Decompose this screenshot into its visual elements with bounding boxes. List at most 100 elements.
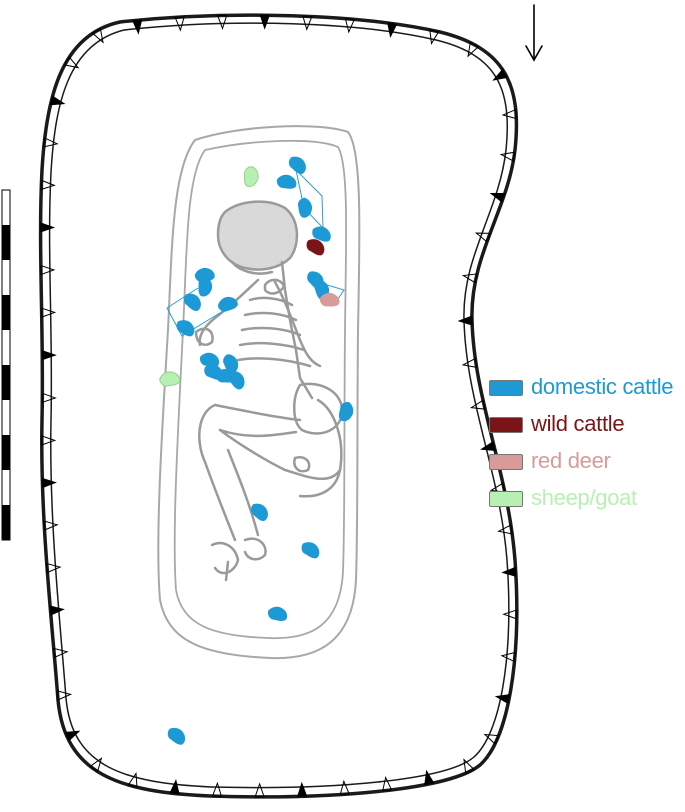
domestic-cattle-bone — [198, 276, 213, 297]
bone-shape — [217, 296, 238, 312]
legend-swatch-wild-cattle — [489, 417, 523, 433]
hachure-mark — [43, 520, 59, 531]
domestic-cattle-bone — [301, 542, 320, 559]
pelvis — [293, 382, 344, 435]
jaw — [230, 260, 274, 275]
hachure-mark — [169, 778, 180, 795]
bone-shape — [307, 271, 324, 290]
hachure-mark — [63, 56, 80, 69]
hachure-mark — [339, 779, 350, 796]
hachure-mark — [387, 22, 398, 39]
outer-leg-contour — [298, 398, 343, 498]
bone-shape — [338, 401, 354, 422]
feet — [210, 537, 267, 582]
north-arrow-icon — [525, 4, 543, 62]
bone-finds — [159, 156, 354, 745]
skull — [216, 200, 299, 271]
hachure-mark — [424, 769, 435, 786]
knee-curve — [198, 403, 342, 481]
bone-shape — [312, 226, 331, 242]
legend-item-wild-cattle: wild cattle — [489, 409, 679, 437]
hachure-mark — [467, 41, 480, 58]
hachure-mark — [131, 19, 143, 35]
domestic-cattle-bone — [223, 354, 239, 374]
hachure-mark — [500, 651, 516, 663]
hachure-mark — [41, 307, 57, 318]
hachure-mark — [429, 29, 440, 45]
legend-item-domestic-cattle: domestic cattle — [489, 372, 679, 400]
pit-edge-hachures — [40, 14, 518, 798]
connector-left — [166, 287, 229, 337]
right-arm — [273, 280, 322, 368]
hachure-mark — [49, 605, 65, 616]
bone-shape — [319, 292, 340, 307]
domestic-cattle-bone — [288, 156, 306, 174]
domestic-cattle-bone — [307, 271, 324, 290]
scale-bar-icon — [1, 189, 11, 541]
red-deer-bone — [319, 292, 340, 307]
lower-legs — [203, 448, 260, 542]
hachure-mark — [56, 690, 73, 701]
hachure-mark — [41, 350, 57, 361]
hachure-mark — [40, 179, 56, 191]
bone-shape — [194, 267, 215, 283]
hachure-mark — [479, 440, 496, 452]
hachure-mark — [41, 477, 57, 489]
bone-shape — [267, 606, 288, 622]
hachure-mark — [461, 273, 478, 284]
grave-cut-inner — [173, 139, 348, 640]
connector-upper — [295, 169, 324, 230]
hachure-mark — [502, 609, 518, 620]
grave-cut-outer — [157, 125, 361, 660]
domestic-cattle-bone — [167, 727, 186, 745]
hachure-mark — [461, 357, 478, 369]
sheep-goat-bone — [243, 166, 259, 188]
hachure-mark — [127, 772, 138, 788]
pit-outline — [38, 13, 519, 799]
hachure-mark — [382, 775, 393, 792]
legend-label-domestic-cattle: domestic cattle — [531, 374, 674, 399]
hachure-mark — [474, 232, 491, 243]
bone-shape — [198, 276, 213, 297]
hachure-mark — [302, 15, 313, 31]
bone-shape — [250, 503, 268, 521]
hachure-mark — [254, 782, 265, 798]
hachure-mark — [174, 16, 185, 32]
connector-right — [323, 283, 345, 303]
hachure-mark — [463, 758, 475, 775]
legend-label-red-deer: red deer — [531, 448, 611, 473]
domestic-cattle-bone — [297, 197, 313, 218]
bone-shape — [223, 354, 239, 374]
north-arrow-head — [525, 45, 543, 62]
hachure-mark — [457, 315, 473, 326]
scale-bar-segment — [2, 505, 10, 540]
patella — [293, 456, 311, 473]
hachure-mark — [483, 733, 500, 745]
hachure-mark — [492, 68, 508, 81]
domestic-cattle-bone — [267, 606, 288, 622]
hachure-mark — [497, 524, 513, 535]
hachure-mark — [344, 18, 356, 34]
domestic-cattle-bone — [183, 293, 201, 311]
hachure-mark — [211, 781, 223, 797]
bone-shape — [243, 166, 259, 188]
hachure-mark — [297, 781, 308, 797]
domestic-cattle-bone — [176, 320, 195, 337]
bone-shape — [176, 320, 195, 337]
hachure-mark — [494, 694, 511, 705]
legend-item-sheep-goat: sheep/goat — [489, 483, 679, 511]
skeleton-drawing — [194, 200, 344, 582]
bone-shape — [159, 371, 181, 387]
hachure-mark — [89, 757, 103, 773]
wild-cattle-bone — [306, 239, 325, 256]
sheep-goat-bone — [159, 371, 181, 387]
ribcage — [236, 296, 312, 368]
legend-swatch-sheep-goat — [489, 491, 523, 507]
hachure-mark — [53, 647, 69, 659]
hachure-mark — [501, 108, 517, 120]
hachure-mark — [40, 264, 56, 276]
domestic-cattle-bone — [217, 296, 238, 312]
hachure-mark — [91, 28, 104, 44]
domestic-cattle-bone — [312, 226, 331, 242]
domestic-cattle-bone — [199, 352, 220, 368]
